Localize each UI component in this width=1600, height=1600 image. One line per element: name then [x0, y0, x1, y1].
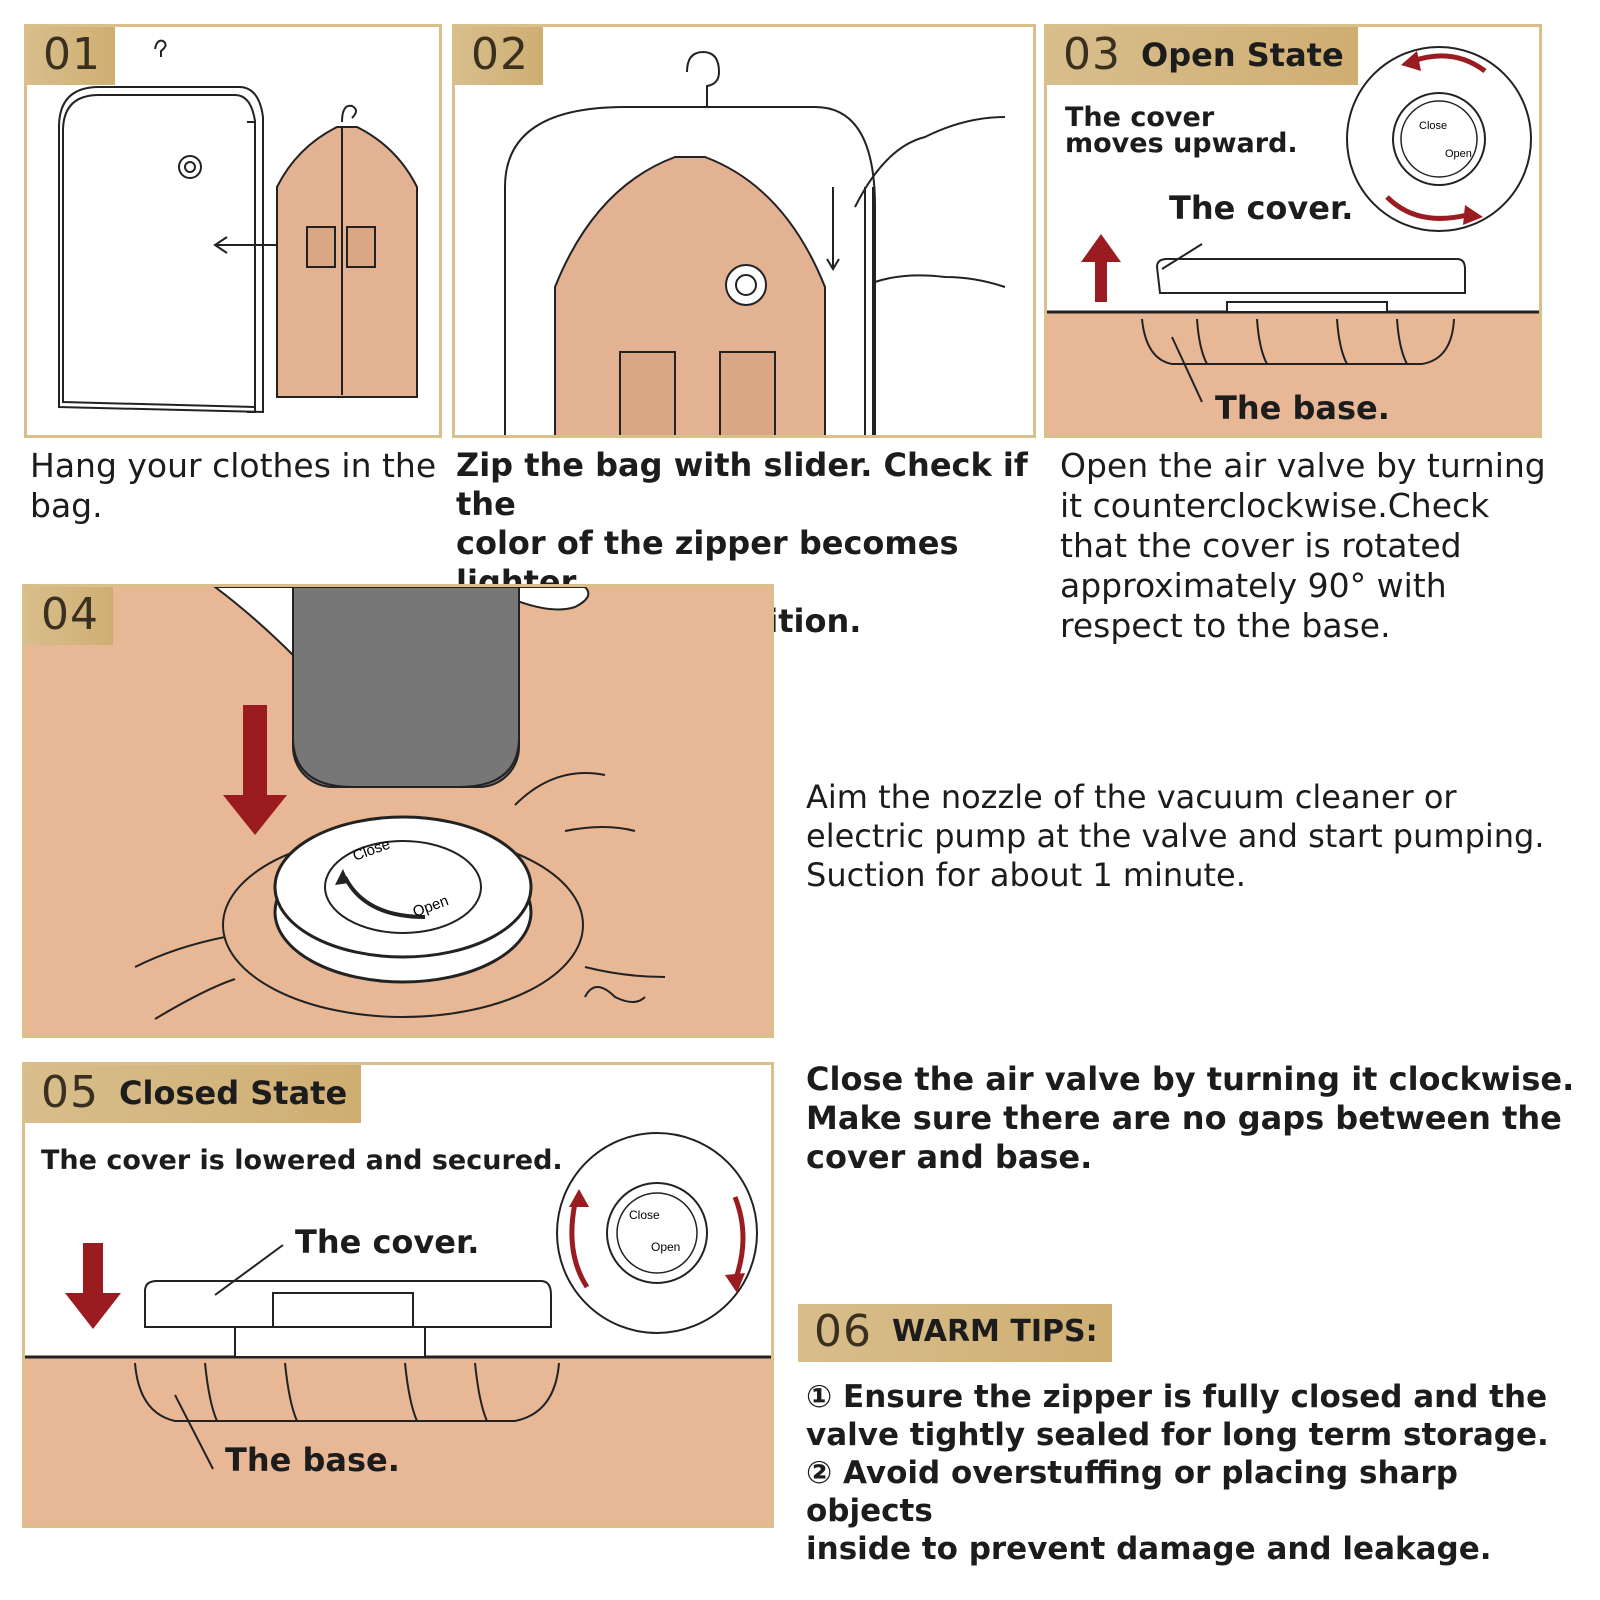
step-3-number: 03: [1063, 29, 1121, 80]
step-4-panel: Close Open 04: [22, 584, 774, 1038]
step-1-caption: Hang your clothes in the bag.: [30, 446, 450, 526]
vacuum-nozzle-illustration: Close Open: [134, 587, 666, 1020]
step-3-title: Open State: [1141, 36, 1344, 74]
step-2-panel: 02: [452, 24, 1036, 438]
step-1-number: 01: [43, 29, 101, 80]
step-1-tag: 01: [27, 27, 115, 85]
step-5-caption-line: Make sure there are no gaps between the: [806, 1099, 1562, 1137]
step-4-caption-line: Aim the nozzle of the vacuum cleaner or: [806, 778, 1457, 816]
step-5-caption-line: Close the air valve by turning it clockw…: [806, 1060, 1575, 1098]
step-6-tag: 06 WARM TIPS:: [798, 1304, 1112, 1362]
step-3-panel: Close Open 03 Open State The cover moves …: [1044, 24, 1542, 438]
warm-tips: ① Ensure the zipper is fully closed and …: [806, 1378, 1586, 1568]
cover-label: The cover.: [1169, 189, 1354, 227]
step-3-caption-line: it counterclockwise.Check: [1060, 486, 1490, 525]
step-3-caption-line: that the cover is rotated: [1060, 526, 1462, 565]
tip-line: ① Ensure the zipper is fully closed and …: [806, 1379, 1548, 1415]
step-6-number: 06: [814, 1306, 872, 1357]
step-3-tag: 03 Open State: [1047, 27, 1358, 85]
valve-close-text: Close: [629, 1208, 660, 1222]
step-3-note: The cover moves upward.: [1065, 102, 1298, 159]
step-3-caption-line: respect to the base.: [1060, 606, 1391, 645]
valve-close-text: Close: [1419, 120, 1447, 132]
step-4-tag: 04: [25, 587, 113, 645]
zip-bag-illustration: [504, 50, 1006, 435]
step-5-caption: Close the air valve by turning it clockw…: [806, 1060, 1586, 1177]
step-4-caption-line: Suction for about 1 minute.: [806, 856, 1246, 894]
base-label: The base.: [225, 1441, 400, 1479]
tip-line: valve tightly sealed for long term stora…: [806, 1417, 1549, 1453]
step-4-caption-line: electric pump at the valve and start pum…: [806, 817, 1545, 855]
open-state-illustration: Close Open: [1047, 46, 1539, 435]
step-5-title: Closed State: [119, 1074, 348, 1112]
step-2-tag: 02: [455, 27, 543, 85]
step-5-number: 05: [41, 1067, 99, 1118]
step-2-number: 02: [471, 29, 529, 80]
step-3-note-line: The cover: [1065, 102, 1215, 133]
tip-line: ② Avoid overstuffing or placing sharp ob…: [806, 1455, 1458, 1529]
step-3-caption-line: approximately 90° with: [1060, 566, 1447, 605]
step-3-caption: Open the air valve by turning it counter…: [1060, 446, 1580, 646]
step-5-caption-line: cover and base.: [806, 1138, 1093, 1176]
step-4-caption: Aim the nozzle of the vacuum cleaner or …: [806, 778, 1586, 895]
step-5-panel: Close Open 05 Closed State The cover is l…: [22, 1062, 774, 1528]
step-6-title: WARM TIPS:: [892, 1314, 1098, 1349]
step-1-caption-line: Hang your clothes in the: [30, 446, 437, 485]
step-5-tag: 05 Closed State: [25, 1065, 362, 1123]
cover-label: The cover.: [295, 1223, 480, 1261]
tip-line: inside to prevent damage and leakage.: [806, 1531, 1492, 1567]
valve-open-text: Open: [1445, 148, 1472, 160]
step-3-note-line: moves upward.: [1065, 128, 1298, 159]
step-3-caption-line: Open the air valve by turning: [1060, 446, 1546, 485]
closed-state-illustration: Close Open: [25, 1132, 771, 1525]
step-1-panel: 01: [24, 24, 442, 438]
valve-open-text: Open: [651, 1240, 680, 1254]
step-5-note: The cover is lowered and secured.: [41, 1145, 563, 1176]
step-4-number: 04: [41, 589, 99, 640]
hang-clothes-illustration: [58, 39, 418, 414]
step-2-caption-line: Zip the bag with slider. Check if the: [456, 446, 1028, 523]
base-label: The base.: [1215, 389, 1390, 427]
step-1-caption-line: bag.: [30, 486, 103, 525]
